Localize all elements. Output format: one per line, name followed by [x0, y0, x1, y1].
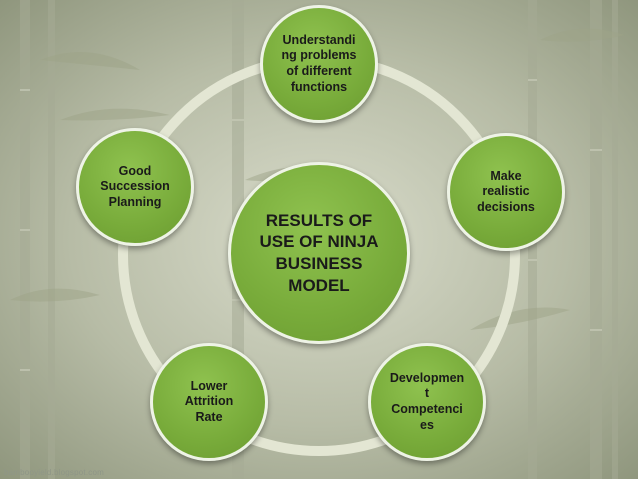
node-label: Lower Attrition Rate — [184, 378, 234, 424]
center-circle: RESULTS OF USE OF NINJA BUSINESS MODEL — [228, 162, 410, 344]
center-label: RESULTS OF USE OF NINJA BUSINESS MODEL — [259, 210, 379, 295]
watermark: bambooyield.blogspot.com — [4, 468, 104, 477]
node-development-competencies: Developmen t Competenci es — [368, 343, 486, 461]
node-make-realistic-decisions: Make realistic decisions — [447, 133, 565, 251]
node-label: Make realistic decisions — [477, 168, 535, 214]
node-label: Good Succession Planning — [100, 163, 170, 209]
node-good-succession-planning: Good Succession Planning — [76, 128, 194, 246]
node-understanding-problems: Understandi ng problems of different fun… — [260, 5, 378, 123]
node-lower-attrition-rate: Lower Attrition Rate — [150, 343, 268, 461]
node-label: Developmen t Competenci es — [389, 370, 465, 432]
node-label: Understandi ng problems of different fun… — [281, 32, 357, 94]
